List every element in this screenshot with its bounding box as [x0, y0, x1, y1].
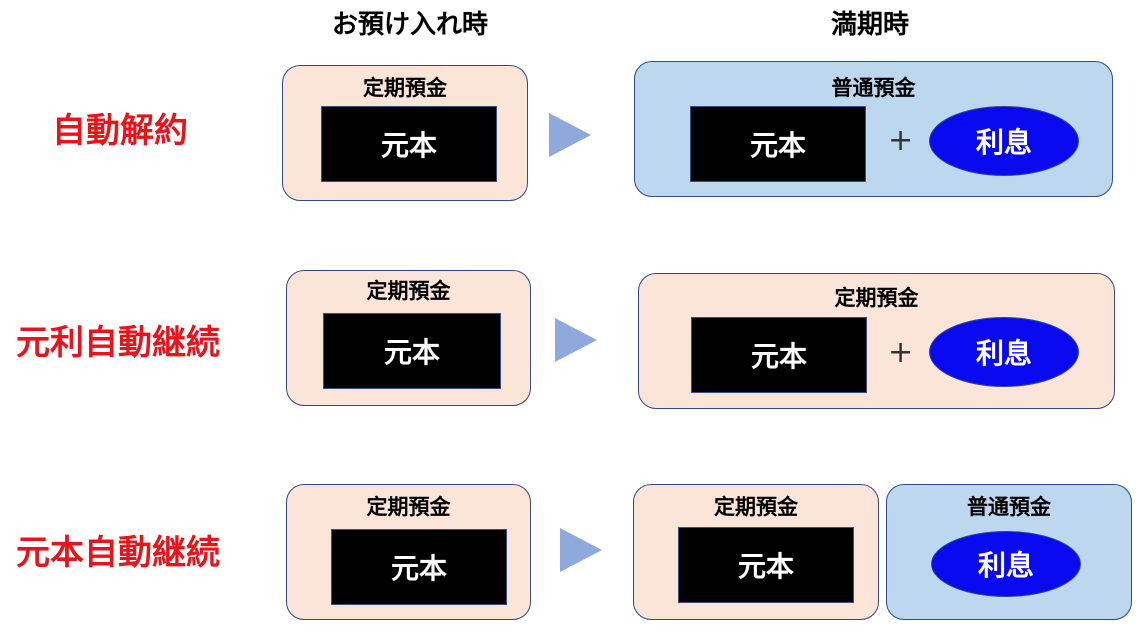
deposit-panel: 定期預金 元本	[282, 65, 528, 201]
arrow-icon	[549, 113, 591, 157]
principal-box: 元本	[678, 527, 854, 603]
renewed-deposit-panel: 定期預金 元本	[633, 484, 879, 620]
principal-box: 元本	[690, 106, 866, 182]
savings-panel: 普通預金 利息	[886, 484, 1132, 620]
panel-label: 定期預金	[714, 495, 798, 519]
panel-label: 定期預金	[834, 286, 919, 310]
header-deposit: お預け入れ時	[331, 10, 488, 40]
panel-label: 定期預金	[366, 495, 451, 519]
renewed-deposit-panel: 定期預金 元本 + 利息	[638, 273, 1115, 409]
panel-label: 定期預金	[366, 279, 451, 303]
header-maturity: 満期時	[830, 10, 909, 40]
arrow-icon	[560, 528, 602, 572]
interest-ellipse: 利息	[929, 317, 1079, 387]
deposit-panel: 定期預金 元本	[286, 484, 531, 620]
panel-label: 普通預金	[831, 76, 916, 100]
interest-ellipse: 利息	[931, 531, 1081, 597]
panel-label: 定期預金	[363, 76, 447, 100]
panel-label: 普通預金	[967, 495, 1051, 519]
row-label-principal-renewal: 元本自動継続	[16, 533, 220, 573]
savings-panel: 普通預金 元本 + 利息	[634, 61, 1113, 197]
deposit-panel: 定期預金 元本	[286, 270, 531, 406]
principal-box: 元本	[331, 529, 507, 605]
arrow-icon	[555, 318, 597, 362]
row-label-principal-interest-renewal: 元利自動継続	[16, 323, 220, 363]
principal-box: 元本	[691, 317, 867, 393]
row-label-auto-cancel: 自動解約	[52, 111, 188, 151]
principal-box: 元本	[321, 106, 497, 182]
principal-box: 元本	[323, 313, 501, 389]
plus-icon: +	[888, 335, 914, 370]
plus-icon: +	[888, 123, 914, 158]
interest-ellipse: 利息	[929, 106, 1079, 176]
